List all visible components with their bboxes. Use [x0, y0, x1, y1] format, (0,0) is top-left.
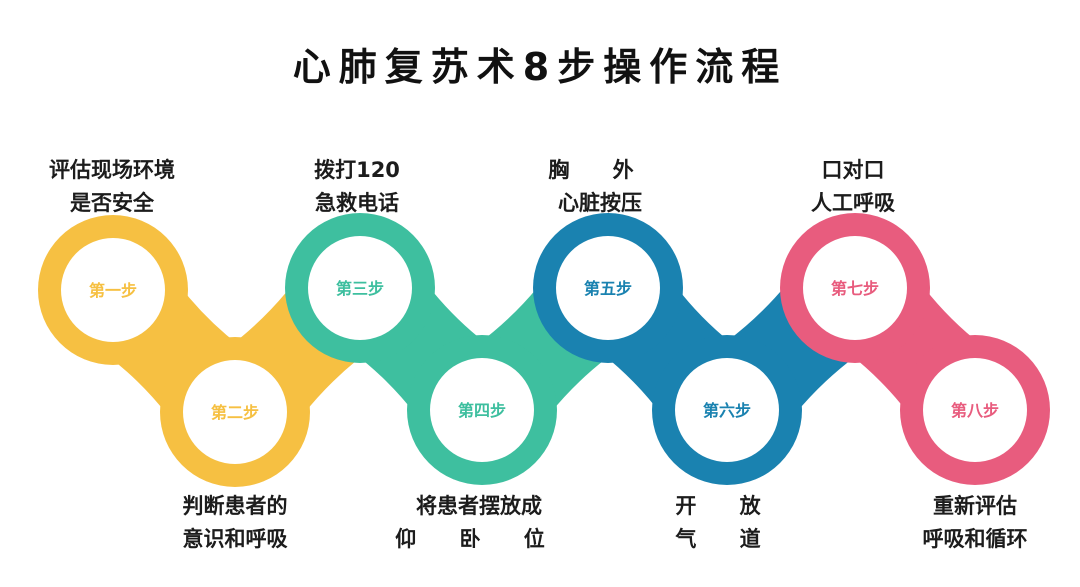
step-7-caption-line-1: 口对口 — [821, 158, 885, 182]
step-1-caption-line-1: 评估现场环境 — [49, 158, 175, 182]
step-6-caption-line-1: 开 放 — [675, 494, 779, 518]
step-3-label: 第三步 — [336, 279, 384, 298]
step-6-caption-line-2: 气 道 — [675, 527, 779, 551]
step-4-ring-center — [430, 358, 534, 462]
step-2-caption: 判断患者的 意识和呼吸 — [140, 490, 330, 556]
step-2-caption-line-2: 意识和呼吸 — [182, 527, 288, 551]
step-4-caption-line-2: 仰 卧 位 — [395, 527, 563, 551]
step-2-node: 第二步 — [160, 337, 310, 487]
step-1-ring-center — [61, 238, 165, 342]
step-3-node: 第三步 — [285, 213, 435, 363]
step-2-caption-line-1: 判断患者的 — [182, 494, 288, 518]
step-8-ring-center — [923, 358, 1027, 462]
step-7-ring-center — [803, 236, 907, 340]
step-6-caption: 开 放 气 道 — [632, 490, 822, 556]
step-5-caption-line-1: 胸 外 — [548, 158, 652, 182]
step-1-node: 第一步 — [38, 215, 188, 365]
step-5-node: 第五步 — [533, 213, 683, 363]
step-8-caption-line-1: 重新评估 — [933, 494, 1017, 518]
step-8-caption: 重新评估 呼吸和循环 — [880, 490, 1070, 556]
step-3-ring-center — [308, 236, 412, 340]
step-2-label: 第二步 — [211, 403, 259, 422]
step-8-node: 第八步 — [900, 335, 1050, 485]
step-4-label: 第四步 — [458, 401, 506, 420]
step-5-label: 第五步 — [584, 279, 632, 298]
step-8-caption-line-2: 呼吸和循环 — [922, 527, 1028, 551]
step-6-node: 第六步 — [652, 335, 802, 485]
step-7-caption: 口对口 人工呼吸 — [758, 154, 948, 220]
page-title: 心肺复苏术8步操作流程 — [292, 45, 788, 89]
step-8-label: 第八步 — [951, 401, 999, 420]
step-1-caption-line-2: 是否安全 — [70, 191, 154, 215]
step-2-ring-center — [183, 360, 287, 464]
step-7-node: 第七步 — [780, 213, 930, 363]
step-4-caption: 将患者摆放成 仰 卧 位 — [384, 490, 574, 556]
step-3-caption: 拨打120 急救电话 — [262, 154, 452, 220]
step-3-caption-line-1: 拨打120 — [314, 158, 400, 182]
step-6-label: 第六步 — [703, 401, 751, 420]
step-6-ring-center — [675, 358, 779, 462]
step-5-caption: 胸 外 心脏按压 — [505, 154, 695, 220]
step-5-caption-line-2: 心脏按压 — [558, 191, 642, 215]
step-5-ring-center — [556, 236, 660, 340]
step-1-caption: 评估现场环境 是否安全 — [17, 154, 207, 220]
step-3-caption-line-2: 急救电话 — [315, 191, 399, 215]
step-4-caption-line-1: 将患者摆放成 — [416, 494, 542, 518]
step-7-label: 第七步 — [831, 279, 879, 298]
step-1-label: 第一步 — [89, 281, 137, 300]
step-4-node: 第四步 — [407, 335, 557, 485]
step-7-caption-line-2: 人工呼吸 — [811, 191, 895, 215]
